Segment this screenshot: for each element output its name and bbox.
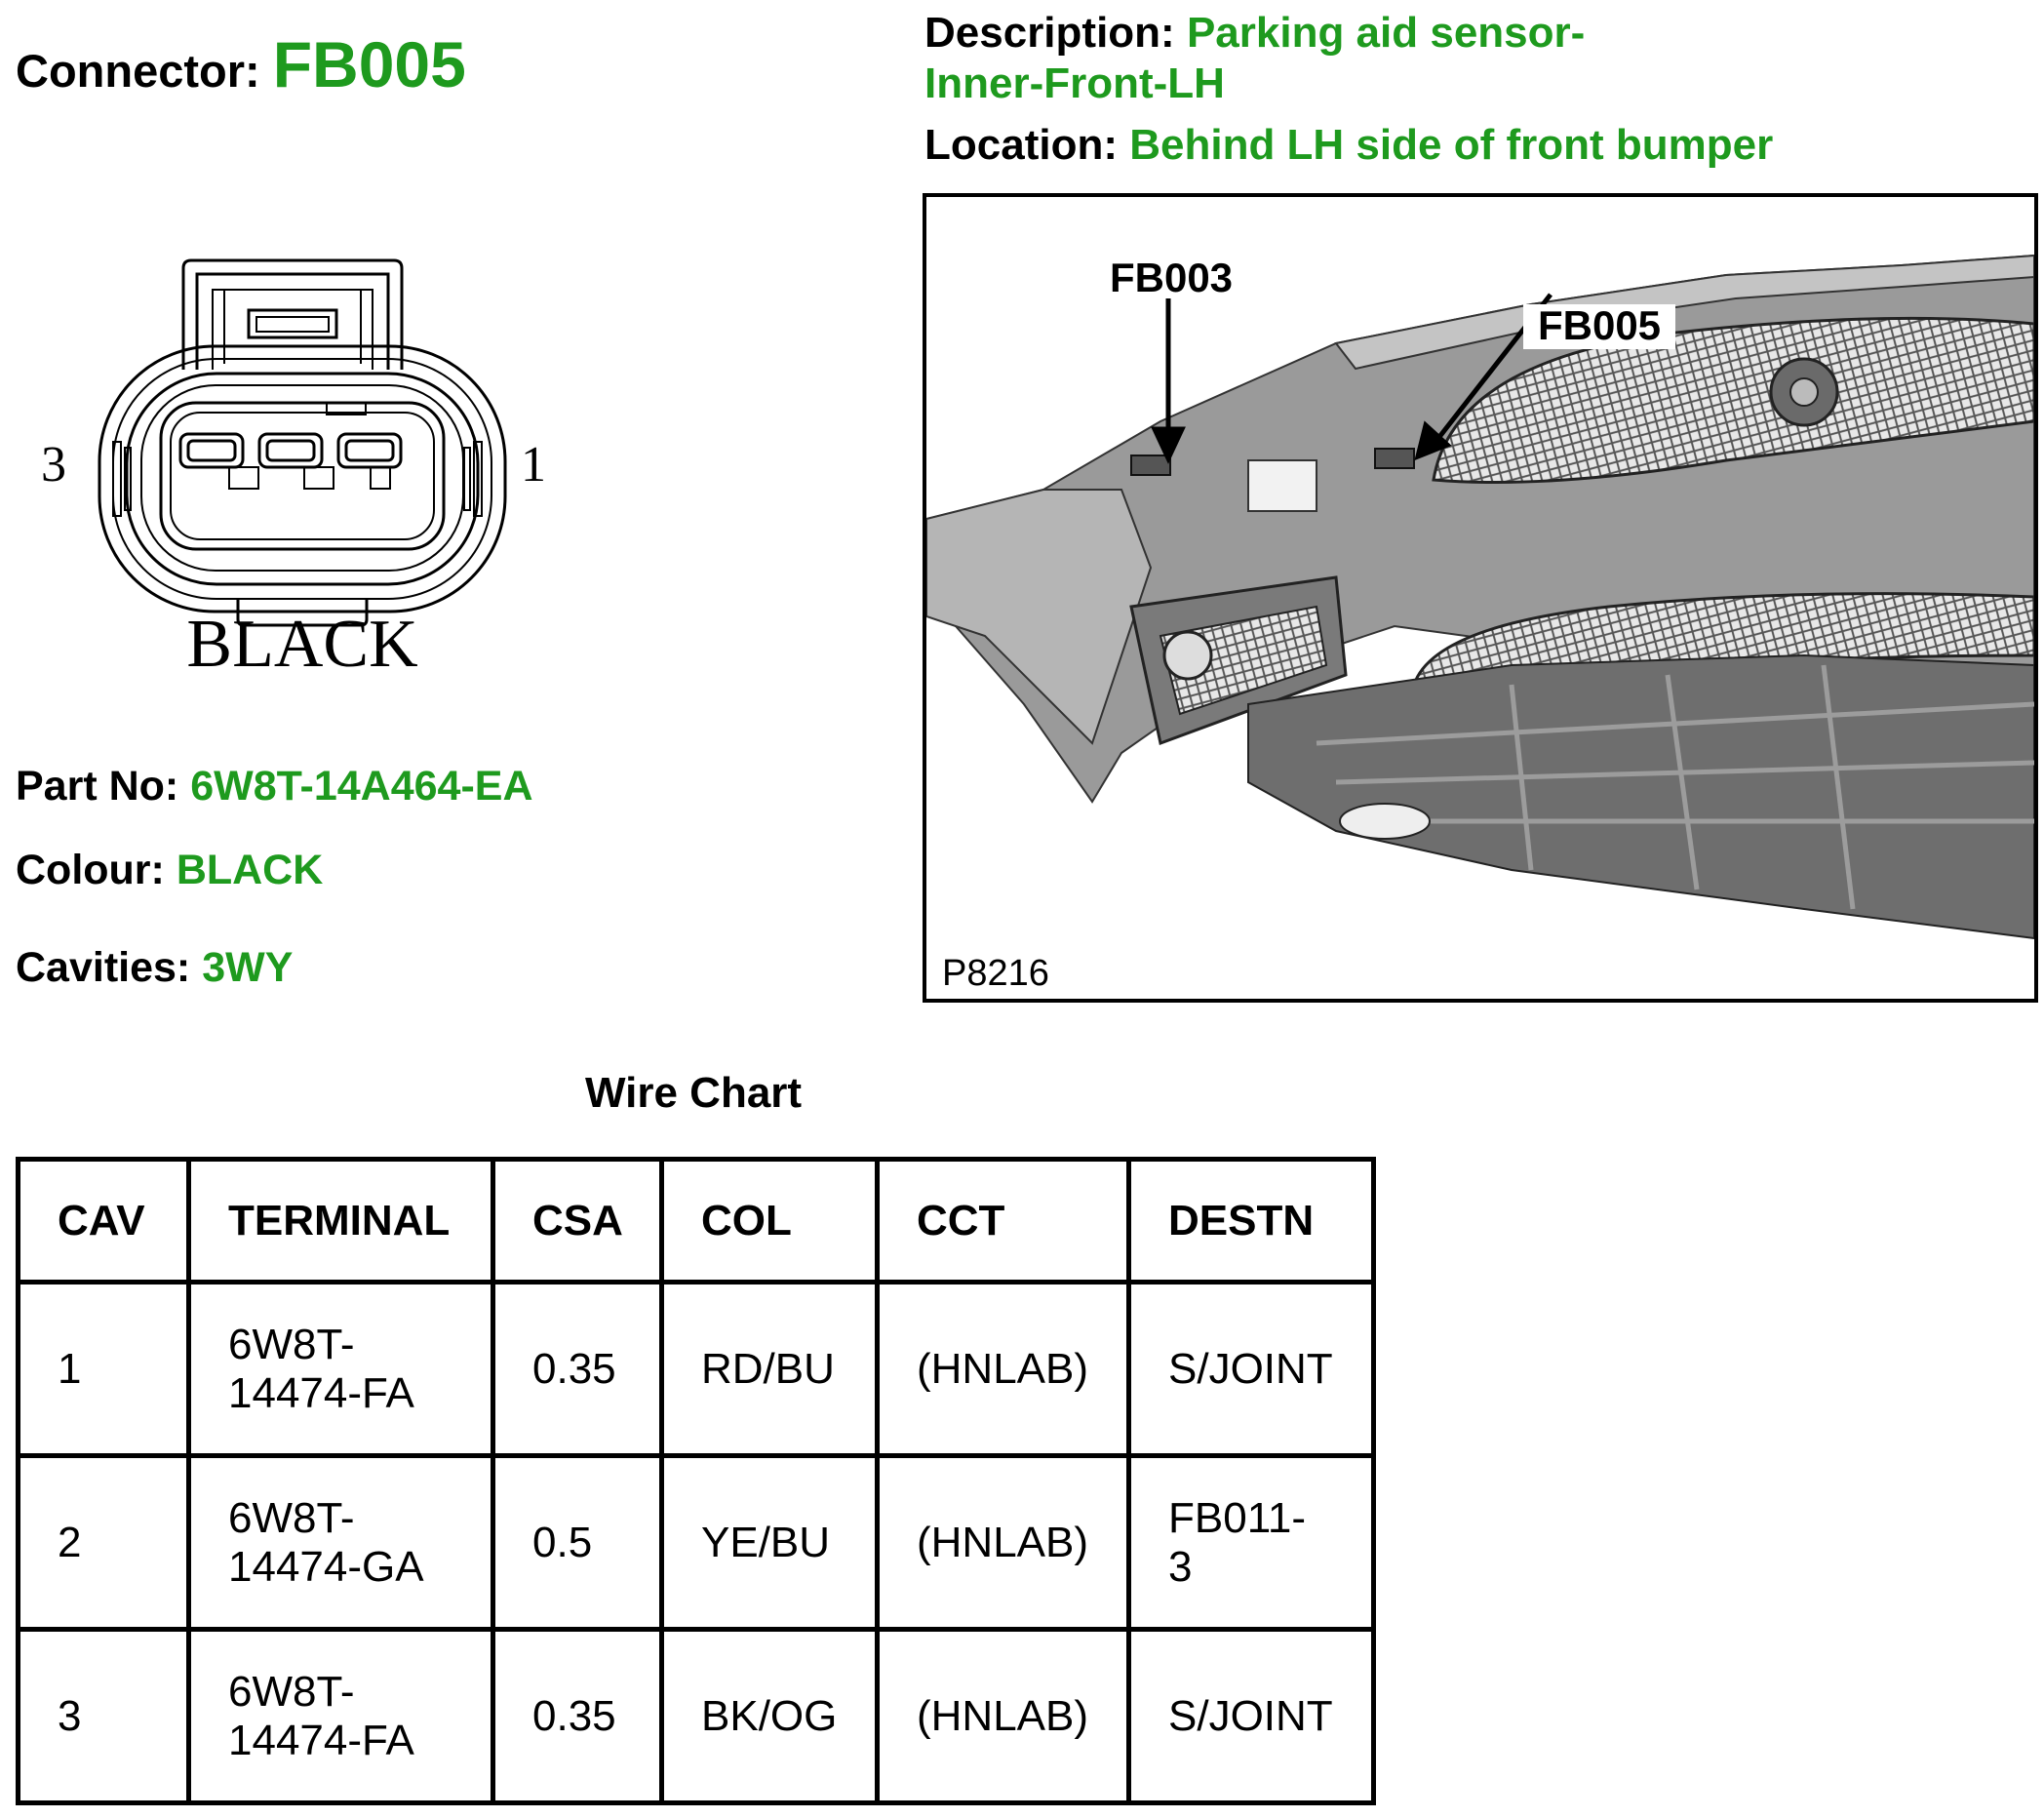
description-value-line2: Inner-Front-LH — [924, 59, 1225, 107]
cell-col: YE/BU — [659, 1453, 880, 1632]
cell-terminal-line1: 6W8T- — [228, 1667, 355, 1716]
location-value: Behind LH side of front bumper — [1129, 121, 1774, 169]
cell-csa: 0.35 — [491, 1280, 664, 1458]
cell-csa: 0.5 — [491, 1453, 664, 1632]
callout-fb005: FB005 — [1538, 302, 1661, 348]
cell-terminal: 6W8T-14474-FA — [186, 1627, 495, 1805]
photo-reference: P8216 — [942, 953, 1049, 994]
cell-cct: (HNLAB) — [875, 1453, 1131, 1632]
cell-cav: 2 — [16, 1453, 191, 1632]
cell-destn: S/JOINT — [1126, 1280, 1376, 1458]
colour-field: Colour: BLACK — [16, 847, 323, 894]
cell-col: BK/OG — [659, 1627, 880, 1805]
connector-heading: Connector: FB005 — [16, 27, 466, 101]
cell-terminal-line2: 14474-FA — [228, 1716, 414, 1764]
wire-chart-table: CAV TERMINAL CSA COL CCT DESTN 1 6W8T-14… — [16, 1157, 1376, 1805]
header-cct: CCT — [875, 1157, 1131, 1284]
table-row: 2 6W8T-14474-GA 0.5 YE/BU (HNLAB) FB011-… — [16, 1453, 1376, 1632]
wire-chart-title: Wire Chart — [585, 1069, 803, 1117]
colour-label: Colour: — [16, 847, 165, 893]
table-row: 3 6W8T-14474-FA 0.35 BK/OG (HNLAB) S/JOI… — [16, 1627, 1376, 1805]
description-label: Description: — [924, 9, 1175, 57]
location-photo: FB003 FB005 P8216 — [923, 193, 2038, 1003]
bumper-illustration: FB003 FB005 P8216 — [926, 254, 2034, 994]
cell-terminal-line2: 14474-GA — [228, 1542, 424, 1591]
cell-cct: (HNLAB) — [875, 1280, 1131, 1458]
connector-label: Connector: — [16, 45, 260, 97]
cell-destn: S/JOINT — [1126, 1627, 1376, 1805]
header-col: COL — [659, 1157, 880, 1284]
cell-csa: 0.35 — [491, 1627, 664, 1805]
part-number-label: Part No: — [16, 763, 179, 810]
cell-terminal-line1: 6W8T- — [228, 1320, 355, 1368]
cell-terminal: 6W8T-14474-FA — [186, 1280, 495, 1458]
cell-terminal-line2: 14474-FA — [228, 1368, 414, 1417]
header-terminal: TERMINAL — [186, 1157, 495, 1284]
cell-cav: 3 — [16, 1627, 191, 1805]
cavities-field: Cavities: 3WY — [16, 944, 293, 992]
part-number-field: Part No: 6W8T-14A464-EA — [16, 763, 533, 810]
table-header-row: CAV TERMINAL CSA COL CCT DESTN — [16, 1157, 1376, 1284]
table-row: 1 6W8T-14474-FA 0.35 RD/BU (HNLAB) S/JOI… — [16, 1280, 1376, 1458]
cell-col: RD/BU — [659, 1280, 880, 1458]
cell-cct: (HNLAB) — [875, 1627, 1131, 1805]
location-label: Location: — [924, 121, 1118, 169]
callout-fb003: FB003 — [1110, 255, 1233, 300]
location-field: Location: Behind LH side of front bumper — [924, 121, 1773, 170]
header-cav: CAV — [16, 1157, 191, 1284]
cell-destn-line2: 3 — [1168, 1542, 1193, 1591]
connector-color-caption: BLACK — [186, 607, 417, 678]
cell-destn-line1: S/JOINT — [1168, 1344, 1333, 1393]
part-number-value: 6W8T-14A464-EA — [190, 763, 533, 810]
cell-destn-line1: S/JOINT — [1168, 1691, 1333, 1740]
description-field: Description: Parking aid sensor- Inner-F… — [924, 8, 1585, 109]
header-destn: DESTN — [1126, 1157, 1376, 1284]
cavities-label: Cavities: — [16, 944, 191, 991]
cell-destn: FB011-3 — [1126, 1453, 1376, 1632]
pin-1-label: 1 — [521, 437, 546, 493]
cell-terminal: 6W8T-14474-GA — [186, 1453, 495, 1632]
header-csa: CSA — [491, 1157, 664, 1284]
description-value-line1: Parking aid sensor- — [1186, 9, 1586, 57]
connector-face-diagram: 3 1 BLACK — [41, 258, 546, 678]
cell-cav: 1 — [16, 1280, 191, 1458]
cell-terminal-line1: 6W8T- — [228, 1493, 355, 1542]
pin-3-label: 3 — [41, 437, 66, 493]
cell-destn-line1: FB011- — [1168, 1493, 1307, 1542]
colour-value: BLACK — [176, 847, 324, 893]
cavities-value: 3WY — [202, 944, 294, 991]
connector-value: FB005 — [272, 28, 466, 100]
